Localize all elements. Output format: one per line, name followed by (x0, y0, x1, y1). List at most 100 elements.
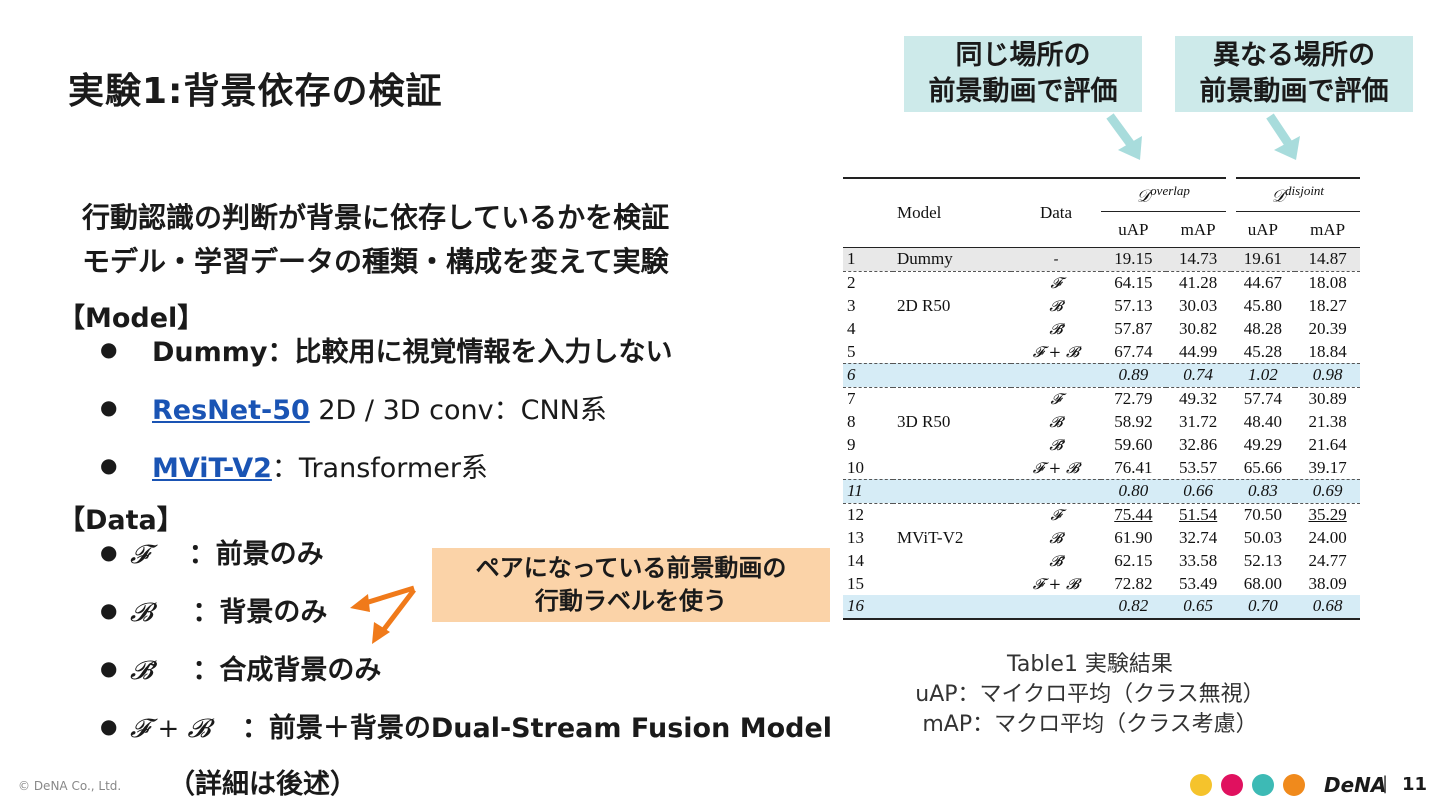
row-value: 57.13 (1114, 295, 1153, 315)
row-value: 72.82 (1114, 573, 1153, 593)
data-item-text: ：合成背景のみ (192, 655, 382, 686)
row-value: 18.84 (1308, 341, 1347, 361)
row-id: 9 (847, 434, 856, 454)
row-value: 59.60 (1114, 434, 1153, 454)
same-location-callout: 同じ場所の 前景動画で評価 (904, 36, 1142, 112)
row-id: 6 (843, 362, 893, 388)
row-value: 0.68 (1295, 594, 1360, 619)
row-model (893, 362, 1011, 388)
row-value: 0.65 (1165, 594, 1231, 619)
model-item-text: Dummy：比較用に視覚情報を入力しない (152, 337, 673, 368)
row-value: 51.54 (1165, 502, 1231, 527)
row-value: 45.80 (1243, 295, 1282, 315)
teal-arrow-overlap (1106, 113, 1142, 160)
bullet-dot: ● (100, 540, 118, 564)
row-id: 4 (847, 318, 856, 338)
teal-arrow-disjoint (1266, 113, 1300, 160)
model-item-dummy: Dummy：比較用に視覚情報を入力しない (152, 330, 673, 369)
model-heading: 【Model】 (58, 303, 205, 334)
bullet-dot: ● (100, 598, 118, 622)
row-model (893, 270, 1011, 295)
data-item-text: ：背景のみ (192, 597, 328, 628)
bullet-dot: ● (100, 337, 118, 361)
row-value: 32.86 (1179, 434, 1218, 454)
row-model: Dummy (893, 247, 1011, 272)
row-value: 50.03 (1243, 527, 1282, 547)
copyright: © DeNA Co., Ltd. (18, 779, 122, 793)
row-value: 68.00 (1243, 573, 1282, 593)
col-map: mAP (1310, 219, 1346, 239)
mvit-link[interactable]: MViT-V2 (152, 453, 272, 484)
data-heading: 【Data】 (58, 505, 184, 536)
callout-line: 異なる場所の (1213, 40, 1375, 71)
row-value: 32.74 (1179, 527, 1218, 547)
row-id: 11 (843, 478, 893, 504)
row-value: 14.87 (1295, 247, 1360, 272)
symbol-b: 𝓑 (130, 598, 153, 628)
row-value: 38.09 (1308, 573, 1347, 593)
row-value: 49.29 (1243, 434, 1282, 454)
row-value: 70.50 (1230, 502, 1296, 527)
col-data: Data (1039, 203, 1073, 222)
row-value: 33.58 (1179, 550, 1218, 570)
brand-dot (1283, 774, 1305, 796)
row-model (893, 456, 1011, 479)
row-id: 10 (847, 457, 864, 477)
row-value: 44.99 (1179, 341, 1218, 361)
row-value: 0.66 (1165, 478, 1231, 504)
row-data: 𝓑 (1049, 412, 1063, 431)
paired-labels-callout: ペアになっている前景動画の 行動ラベルを使う (432, 548, 830, 622)
row-model (893, 572, 1011, 595)
row-value: 61.90 (1114, 527, 1153, 547)
row-value: 67.74 (1114, 341, 1153, 361)
row-value: 57.74 (1230, 386, 1296, 411)
col-model: Model (897, 203, 942, 222)
row-value: 20.39 (1308, 318, 1347, 338)
row-value: 30.82 (1179, 318, 1218, 338)
callout-line: 行動ラベルを使う (535, 587, 727, 615)
row-value: 53.57 (1179, 457, 1218, 477)
row-value: 48.40 (1243, 411, 1282, 431)
resnet-link[interactable]: ResNet-50 (152, 395, 310, 426)
row-value: 0.69 (1295, 478, 1360, 504)
row-value: 58.92 (1114, 411, 1153, 431)
row-value: 0.70 (1230, 594, 1296, 619)
brand-dot (1190, 774, 1212, 796)
row-model (893, 386, 1011, 411)
row-model (893, 549, 1011, 572)
row-value: 65.66 (1243, 457, 1282, 477)
row-value: 64.15 (1101, 270, 1166, 295)
row-value: 44.67 (1230, 270, 1296, 295)
footer-separator: | (1382, 773, 1389, 794)
row-data: - (1011, 247, 1101, 272)
data-item-synthetic: 𝓑̃ ：合成背景のみ (130, 648, 381, 687)
model-item-text: 2D / 3D conv：CNN系 (309, 395, 607, 426)
col-map: mAP (1180, 219, 1216, 239)
row-id: 8 (847, 411, 856, 431)
row-value: 52.13 (1243, 550, 1282, 570)
row-value: 1.02 (1230, 362, 1296, 388)
bullet-dot: ● (100, 395, 118, 419)
row-value: 45.28 (1243, 341, 1282, 361)
model-item-resnet: ResNet-50 2D / 3D conv：CNN系 (152, 388, 607, 427)
symbol-f: 𝓕 (130, 540, 150, 570)
row-value: 19.61 (1230, 247, 1296, 272)
row-data: 𝓕 (1011, 386, 1101, 411)
orange-arrows (350, 585, 416, 644)
row-id: 15 (847, 573, 864, 593)
row-data: 𝓕 (1011, 270, 1101, 295)
data-item-text: ：前景のみ (188, 539, 324, 570)
row-model (893, 317, 1011, 340)
row-model (893, 478, 1011, 504)
row-model: 3D R50 (897, 411, 951, 431)
symbol-b-tilde: 𝓑̃ (130, 656, 153, 686)
row-data: 𝓑̃ (1049, 435, 1063, 454)
row-model: MViT-V2 (897, 527, 964, 547)
row-value: 30.89 (1295, 386, 1360, 411)
results-table: Model Data 𝒟overlap 𝒟disjoint uAP mAP uA… (843, 177, 1360, 620)
